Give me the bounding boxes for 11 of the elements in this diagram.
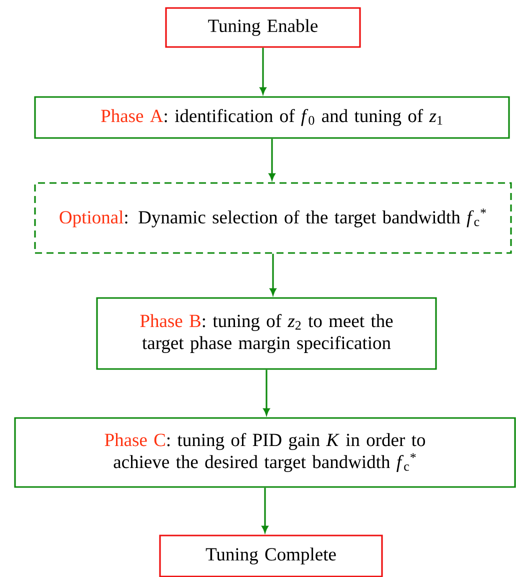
arrow [260, 48, 266, 94]
end-box: Tuning Complete [159, 534, 383, 577]
arrow [270, 254, 276, 296]
arrow [262, 488, 268, 533]
optional-box: Optional: Dynamic selection of the target bandwidth f$_{c}$* [34, 182, 512, 254]
process-box: Phase B: tuning of z$_{2}$ to meet the target phase margin specification [96, 297, 437, 370]
start-box: Tuning Enable [165, 7, 361, 48]
process-box: Phase A: identification of f$_{0}$ and tuning of z$_{1}$ [34, 96, 510, 139]
process-box: Phase C: tuning of PID gain K in order to achieve the desired target bandwidth f$_{c}$* [14, 417, 516, 488]
arrow [268, 138, 276, 180]
arrow [263, 370, 270, 416]
